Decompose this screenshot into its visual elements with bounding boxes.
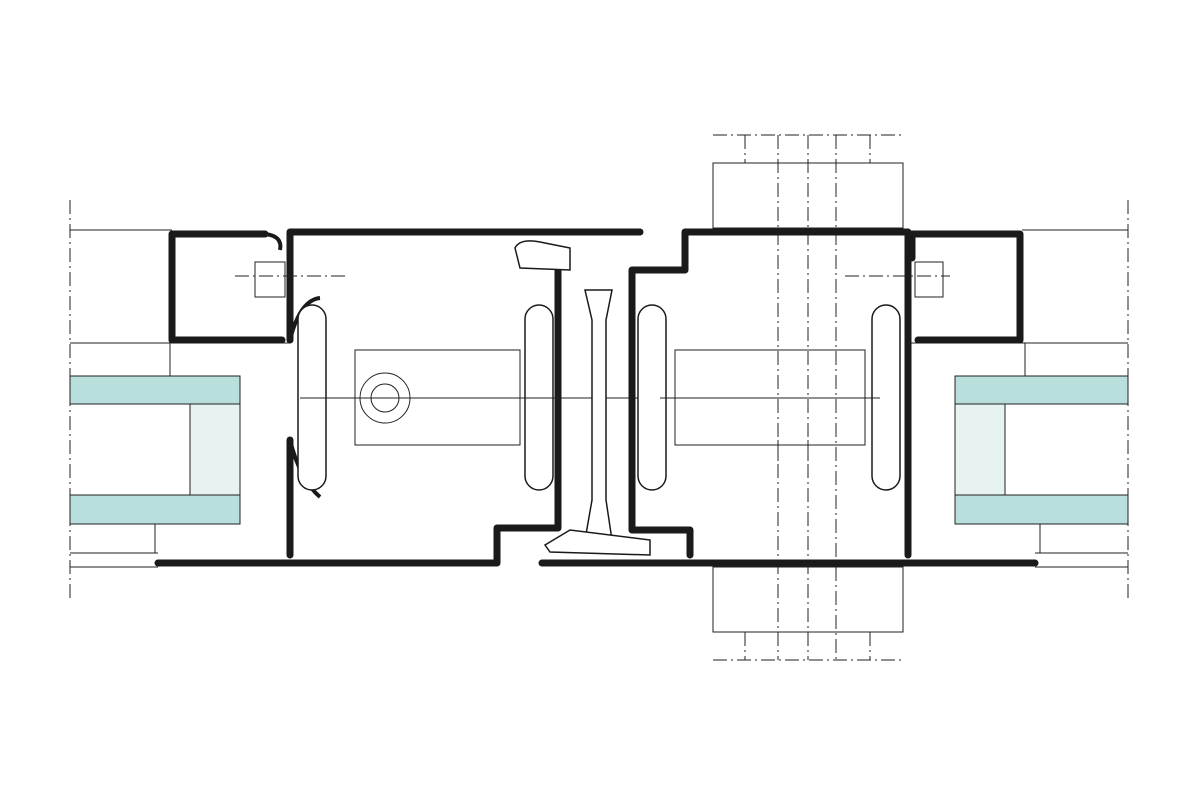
center-gasket (514, 240, 651, 556)
spacer (954, 403, 1006, 496)
hinge-outline (712, 134, 904, 661)
glass-pane (954, 494, 1129, 525)
right-glazing (954, 375, 1129, 525)
spacer (189, 403, 241, 496)
left-glazing (69, 375, 241, 525)
glass-pane (954, 375, 1129, 405)
glass-pane (69, 494, 241, 525)
glass-pane (69, 375, 241, 405)
right-profile (538, 228, 1039, 567)
